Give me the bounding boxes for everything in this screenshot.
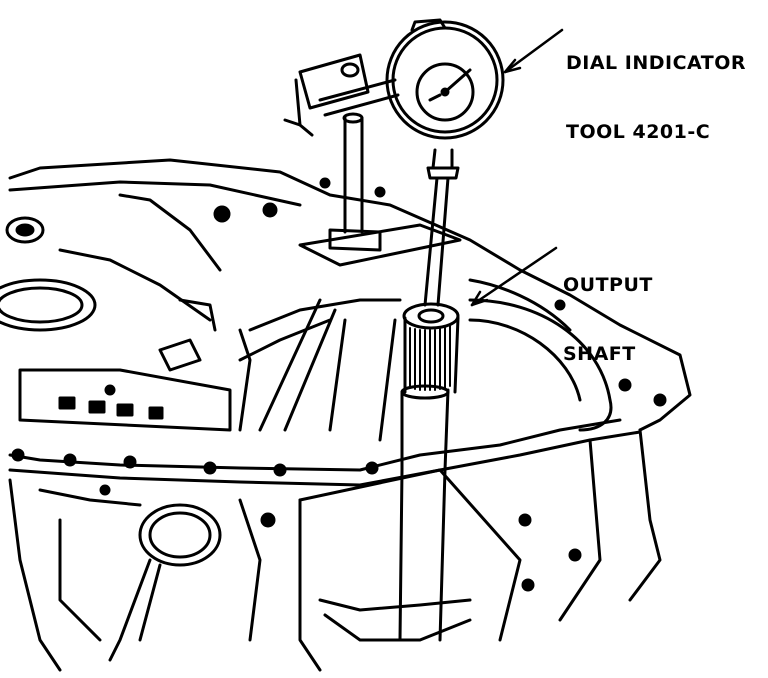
leader-lines <box>470 28 564 307</box>
indicator-stand <box>283 53 462 267</box>
dial-indicator-gauge <box>385 18 505 307</box>
output-bore <box>468 278 613 432</box>
dial-indicator-callout: DIAL INDICATOR TOOL 4201-C <box>566 6 746 190</box>
dial-indicator-label: DIAL INDICATOR <box>566 52 746 74</box>
output-shaft-callout: OUTPUT SHAFT <box>563 228 653 412</box>
left-housing-details <box>0 193 232 432</box>
shaft-label: SHAFT <box>563 343 636 365</box>
output-label: OUTPUT <box>563 274 653 296</box>
tool-number-label: TOOL 4201-C <box>566 121 711 143</box>
left-seal-ring <box>108 503 222 662</box>
center-webbing <box>238 298 402 442</box>
output-shaft <box>398 302 460 642</box>
bolt-holes <box>11 177 667 592</box>
